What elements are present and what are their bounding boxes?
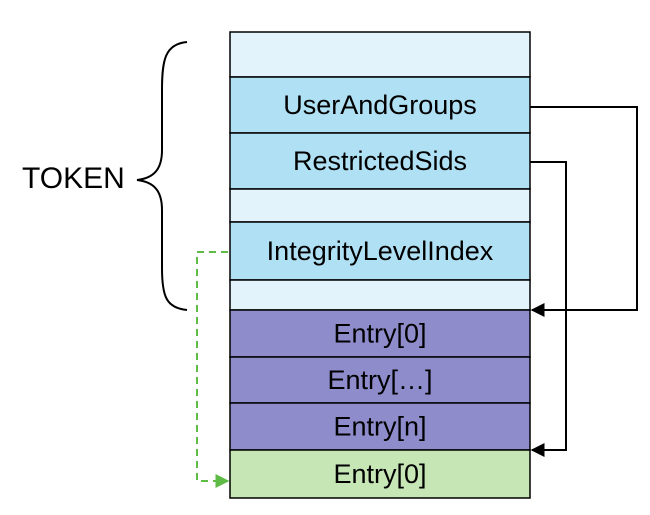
token-field-cell-4 bbox=[229, 221, 531, 281]
token-brace bbox=[136, 41, 188, 311]
token-field-cell-5 bbox=[229, 279, 531, 311]
user-and-groups-arrow bbox=[530, 106, 638, 317]
entry-cell-2 bbox=[229, 402, 531, 451]
token-field-cell-3 bbox=[229, 188, 531, 223]
sid-entries: Entry[0] Entry[…] Entry[n] Entry[0] bbox=[229, 309, 531, 499]
integrity-level-arrow bbox=[196, 251, 230, 488]
entry-cell-0 bbox=[229, 309, 531, 358]
token-fields: UserAndGroupsRestrictedSidsIntegrityLeve… bbox=[229, 31, 531, 311]
token-field-label-4: IntegrityLevelIndex bbox=[267, 236, 494, 266]
token-field-label-1: UserAndGroups bbox=[283, 90, 477, 120]
entry-label-3: Entry[0] bbox=[333, 459, 426, 489]
entry-label-0: Entry[0] bbox=[333, 319, 426, 349]
token-field-cell-2 bbox=[229, 132, 531, 190]
entry-label-1: Entry[…] bbox=[327, 365, 432, 395]
entry-cell-3 bbox=[229, 449, 531, 499]
restricted-sids-arrow bbox=[530, 161, 567, 457]
token-field-cell-1 bbox=[229, 76, 531, 134]
token-field-label-2: RestrictedSids bbox=[293, 146, 467, 176]
token-label: TOKEN bbox=[22, 162, 125, 195]
entry-label-2: Entry[n] bbox=[333, 412, 426, 442]
token-field-cell-0 bbox=[229, 31, 531, 78]
